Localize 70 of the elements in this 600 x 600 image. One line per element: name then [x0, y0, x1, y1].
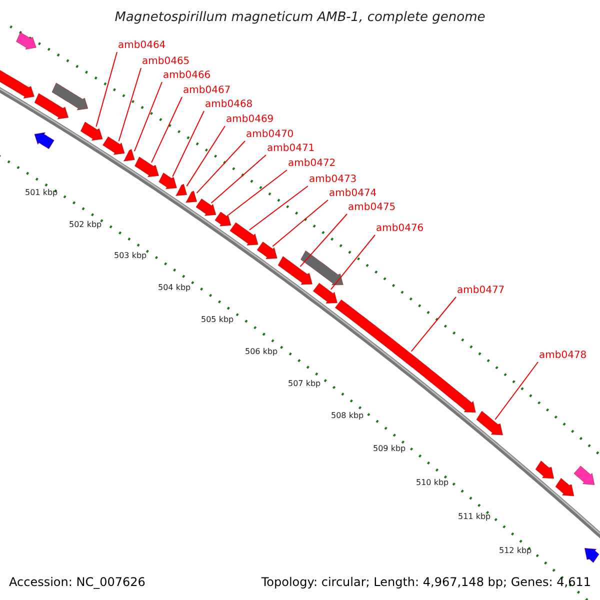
leader-line [410, 296, 456, 352]
position-label: 501 kbp [25, 189, 58, 197]
position-label: 511 kbp [458, 513, 491, 521]
gene-block [158, 172, 177, 190]
leader-line [300, 214, 348, 268]
leader-line [186, 126, 226, 187]
leader-line [196, 140, 246, 194]
gene-block [313, 282, 338, 304]
gene-label: amb0475 [348, 203, 396, 213]
gene-block [230, 222, 258, 246]
gene-block [0, 69, 34, 98]
position-label: 509 kbp [373, 445, 406, 453]
leader-line [96, 52, 118, 128]
leader-line [228, 170, 288, 216]
gene-block [34, 93, 68, 120]
gene-label: amb0473 [309, 175, 357, 185]
position-label: 512 kbp [499, 547, 532, 555]
gene-block [52, 82, 88, 110]
title: Magnetospirillum magneticum AMB-1, complete genome [114, 11, 486, 24]
gene-block [300, 250, 344, 286]
gene-block [555, 478, 574, 496]
gene-block [186, 190, 197, 203]
gene-label: amb0470 [246, 130, 294, 140]
leader-line [172, 110, 204, 178]
gene-label: amb0464 [118, 41, 166, 51]
position-label: 506 kbp [245, 348, 278, 356]
gene-label: amb0474 [329, 189, 377, 199]
leader-line [118, 68, 142, 142]
gene-label: amb0469 [226, 115, 274, 125]
gene-block [584, 548, 600, 563]
position-label: 507 kbp [288, 380, 321, 388]
position-label: 504 kbp [158, 284, 191, 292]
gene-label: amb0477 [457, 286, 505, 296]
gene-block [34, 132, 54, 150]
gene-block [278, 256, 312, 285]
gene-block [176, 184, 187, 196]
gene-block [335, 300, 476, 413]
gene-label: amb0468 [205, 100, 253, 110]
gene-label: amb0478 [539, 351, 587, 361]
gene-block [80, 122, 103, 141]
gene-block [535, 460, 554, 479]
gene-block [102, 136, 125, 155]
gene-block [476, 410, 503, 436]
position-label: 510 kbp [416, 479, 449, 487]
leader-line [272, 200, 328, 247]
gene-block [124, 149, 135, 162]
position-label: 503 kbp [114, 252, 147, 260]
position-label: 505 kbp [201, 316, 234, 324]
leader-line [330, 234, 376, 290]
gene-block [214, 212, 232, 226]
gene-block [256, 242, 278, 260]
leader-line [151, 96, 182, 164]
gene-label: amb0471 [267, 144, 315, 154]
position-label: 502 kbp [69, 221, 102, 229]
gene-label: amb0466 [163, 71, 211, 81]
gene-label: amb0465 [142, 57, 190, 67]
leader-line [210, 154, 266, 204]
gene-label: amb0472 [288, 159, 336, 169]
leader-line [134, 82, 162, 152]
gene-label: amb0467 [183, 86, 231, 96]
footer-text: Topology: circular; Length: 4,967,148 bp; Genes: 4,611 [261, 576, 591, 588]
gene-label: amb0476 [376, 224, 424, 234]
position-label: 508 kbp [331, 412, 364, 420]
gene-block [16, 32, 36, 50]
gene-block [134, 156, 159, 178]
gene-block [196, 198, 216, 216]
leader-line [494, 362, 538, 420]
footer-text: Accession: NC_007626 [9, 576, 146, 588]
gene-block [574, 466, 595, 485]
leader-line [249, 186, 308, 230]
